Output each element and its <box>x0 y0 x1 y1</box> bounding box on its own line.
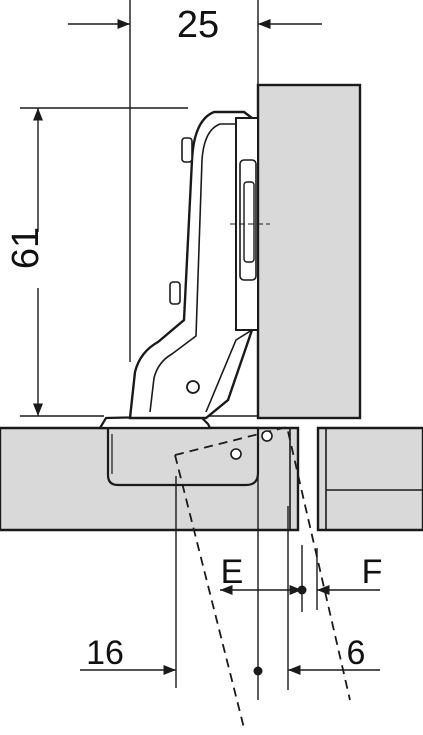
arm-tab-top <box>181 137 193 163</box>
dim-label-61: 61 <box>5 227 47 269</box>
point-e-top <box>297 585 307 595</box>
dim-label-25: 25 <box>177 4 219 46</box>
point-e-bottom <box>253 666 263 676</box>
mounting-plate-clip-inner <box>243 181 255 263</box>
dim-label-16: 16 <box>86 634 124 672</box>
dim-label-f: F <box>362 553 383 591</box>
cup-hole-left <box>230 448 242 460</box>
side-panel <box>256 83 362 420</box>
cup-hole-right <box>261 430 273 442</box>
arm-rivet <box>186 380 200 394</box>
opening-path-dashed <box>174 425 351 729</box>
hinge-arm-lower-curve <box>205 329 253 413</box>
hinge-arm-inner <box>149 123 236 413</box>
dim-label-e: E <box>221 553 244 591</box>
dim-61-label-bg <box>20 232 56 288</box>
door-panel-right <box>316 426 423 532</box>
arm-tab-mid <box>169 281 181 305</box>
dim-label-6: 6 <box>347 634 366 672</box>
